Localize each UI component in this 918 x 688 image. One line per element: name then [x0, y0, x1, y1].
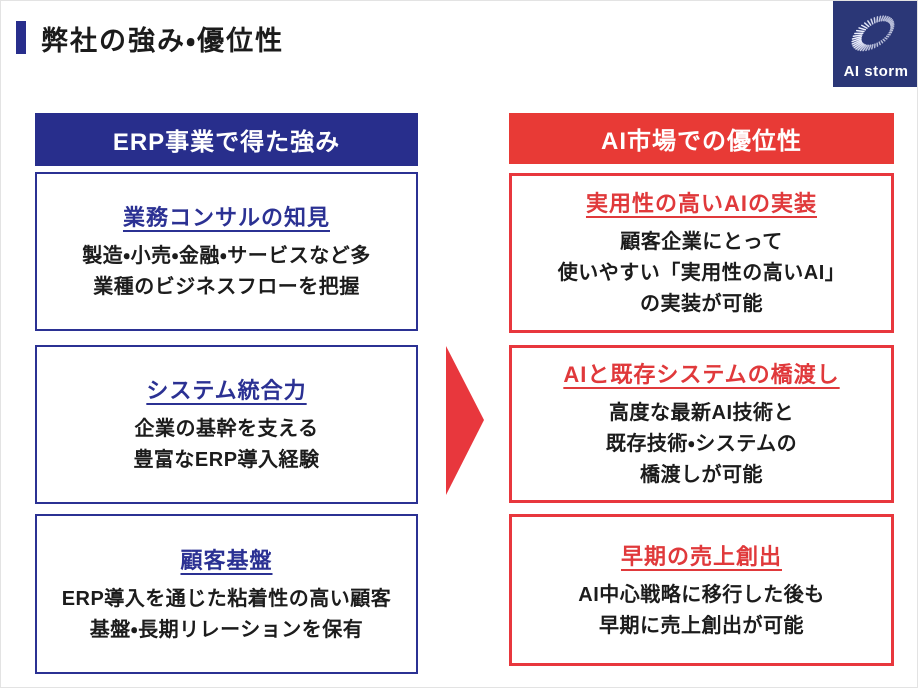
box-title: システム統合力 — [146, 378, 307, 403]
box-line: AI中心戦略に移行した後も — [578, 583, 825, 606]
left-box-business-consulting: 業務コンサルの知見 製造・小売・金融・サービスなど多 業種のビジネスフローを把握 — [35, 172, 418, 331]
box-line: ERP導入を通じた粘着性の高い顧客 — [61, 587, 392, 610]
box-title: 顧客基盤 — [180, 547, 273, 573]
box-title: 実用性の高いAIの実装 — [585, 191, 817, 216]
page-title: 弊社の強み・優位性 — [41, 26, 285, 56]
box-title: AIと既存システムの橋渡し — [563, 362, 840, 387]
logo-label: AI storm — [843, 63, 909, 80]
box-line: 使いやすい「実用性の高いAI」 — [557, 262, 846, 284]
right-column-header: AI市場での優位性 — [509, 113, 894, 164]
company-logo: AI storm — [833, 1, 917, 87]
box-line: 豊富なERP導入経験 — [133, 449, 320, 471]
left-box-system-integration: システム統合力 企業の基幹を支える 豊富なERP導入経験 — [35, 345, 418, 504]
box-line: 高度な最新AI技術と — [609, 402, 794, 424]
box-line: の実装が可能 — [640, 293, 763, 315]
box-line: 基盤・長期リレーションを保有 — [89, 618, 364, 641]
box-title: 業務コンサルの知見 — [122, 205, 330, 230]
box-line: 企業の基幹を支える — [134, 418, 319, 440]
transition-arrow-icon — [446, 346, 484, 495]
box-line: 顧客企業にとって — [620, 231, 783, 253]
left-box-customer-base: 顧客基盤 ERP導入を通じた粘着性の高い顧客 基盤・長期リレーションを保有 — [35, 514, 418, 674]
box-line: 早期に売上創出が可能 — [599, 614, 804, 637]
storm-swirl-icon — [851, 15, 895, 52]
box-line: 既存技術・システムの — [605, 433, 798, 455]
left-column-header: ERP事業で得た強み — [35, 113, 418, 166]
box-line: 業種のビジネスフローを把握 — [93, 276, 360, 298]
right-box-ai-system-bridge: AIと既存システムの橋渡し 高度な最新AI技術と 既存技術・システムの 橋渡しが… — [509, 345, 894, 503]
right-box-early-revenue: 早期の売上創出 AI中心戦略に移行した後も 早期に売上創出が可能 — [509, 514, 894, 666]
title-accent-bar — [16, 21, 26, 54]
right-box-practical-ai: 実用性の高いAIの実装 顧客企業にとって 使いやすい「実用性の高いAI」 の実装… — [509, 173, 894, 333]
box-title: 早期の売上創出 — [620, 543, 782, 569]
box-line: 製造・小売・金融・サービスなど多 — [82, 245, 371, 267]
box-line: 橋渡しが可能 — [640, 464, 763, 486]
